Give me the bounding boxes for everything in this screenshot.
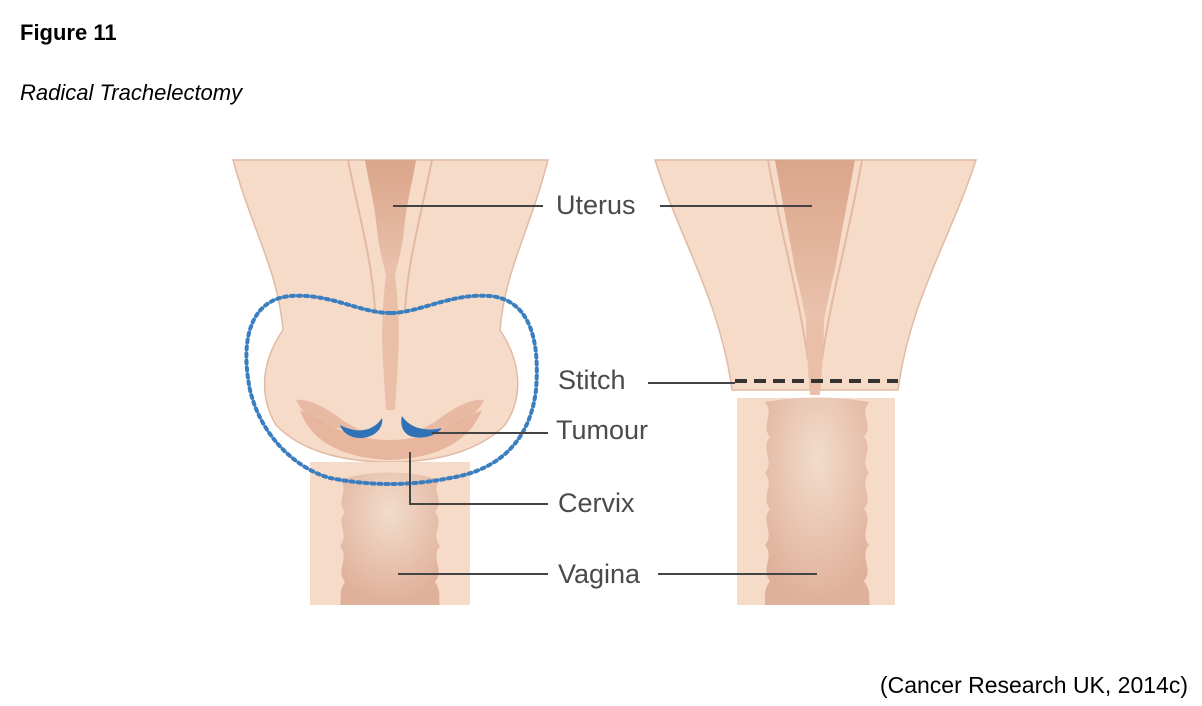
figure-citation: (Cancer Research UK, 2014c) xyxy=(880,672,1188,699)
stitch-label: Stitch xyxy=(558,365,626,395)
tumour-label: Tumour xyxy=(556,415,648,445)
left-vaginal-canal xyxy=(340,473,440,606)
vagina-label: Vagina xyxy=(558,559,641,589)
uterus-label: Uterus xyxy=(556,190,636,220)
cervix-label: Cervix xyxy=(558,488,635,518)
left-cervical-canal xyxy=(382,275,399,410)
left-anatomy xyxy=(233,160,548,605)
